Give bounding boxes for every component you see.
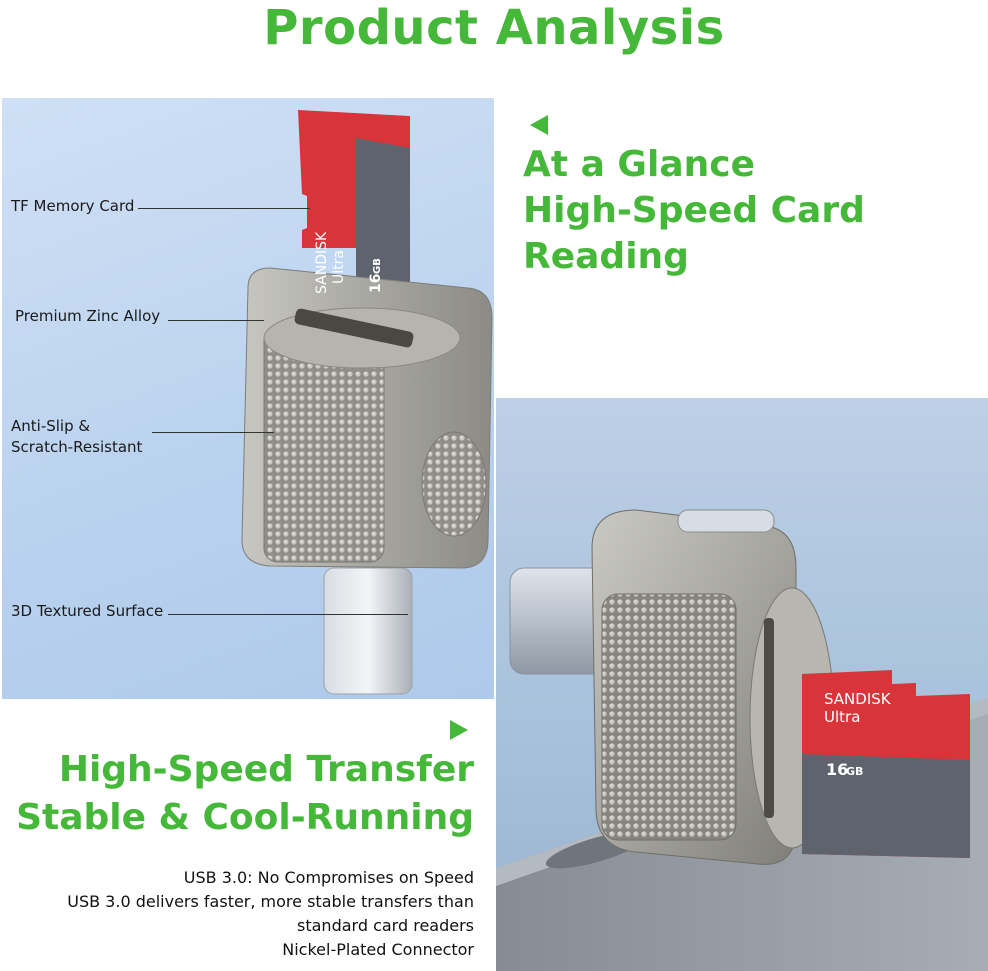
heading-at-a-glance: At a Glance High-Speed Card Reading (523, 142, 988, 280)
card-bottom-unit: GB (846, 765, 863, 778)
heading-high-speed-transfer: High-Speed Transfer Stable & Cool-Runnin… (16, 746, 474, 842)
callout-leader-line (152, 432, 274, 433)
page-title: Product Analysis (263, 0, 725, 56)
callout-label: Scratch-Resistant (11, 438, 143, 456)
callout-tf-card: TF Memory Card (11, 196, 134, 217)
callout-leader-line (138, 208, 310, 209)
product-panel-bottom: SANDISK Ultra 16 GB (496, 398, 988, 971)
callout-leader-line (168, 614, 408, 615)
card-bottom-brand: SANDISK (824, 690, 892, 708)
card-bottom-capacity: 16 (826, 760, 848, 779)
card-top-brand: SANDISK (314, 231, 330, 294)
callout-label: TF Memory Card (11, 197, 135, 215)
product-panel-top: SANDISK Ultra 16 GB TF Memory Card Premi… (2, 98, 494, 699)
heading-line: At a Glance (523, 144, 755, 185)
spec-list: USB 3.0: No Compromises on Speed USB 3.0… (67, 866, 474, 962)
heading-line: High-Speed Card Reading (523, 190, 865, 277)
card-bottom-model: Ultra (824, 708, 860, 726)
card-top-unit: GB (372, 258, 383, 274)
arrow-right-icon (450, 720, 468, 740)
spec-line: Nickel-Plated Connector (282, 940, 474, 959)
card-reader-illustration: SANDISK Ultra 16 GB (241, 110, 493, 695)
callout-label: Anti-Slip & (11, 417, 91, 435)
spec-line: USB 3.0 delivers faster, more stable tra… (67, 892, 474, 911)
spec-line: standard card readers (297, 916, 474, 935)
heading-line: High-Speed Transfer (58, 749, 474, 790)
callout-label: Premium Zinc Alloy (15, 307, 161, 325)
callout-zinc-alloy: Premium Zinc Alloy (15, 306, 160, 327)
arrow-left-icon (530, 115, 548, 135)
memory-card-bottom (802, 670, 970, 858)
card-top-model: Ultra (331, 250, 347, 284)
spec-line: USB 3.0: No Compromises on Speed (183, 868, 474, 887)
card-reader-photo: SANDISK Ultra 16 GB (496, 509, 988, 971)
callout-anti-slip: Anti-Slip & Scratch-Resistant (11, 416, 142, 458)
card-top-capacity: 16 (368, 274, 384, 293)
callout-leader-line (168, 320, 264, 321)
callout-label: 3D Textured Surface (11, 602, 164, 620)
callout-3d-surface: 3D Textured Surface (11, 601, 163, 622)
heading-line: Stable & Cool-Running (16, 797, 474, 838)
